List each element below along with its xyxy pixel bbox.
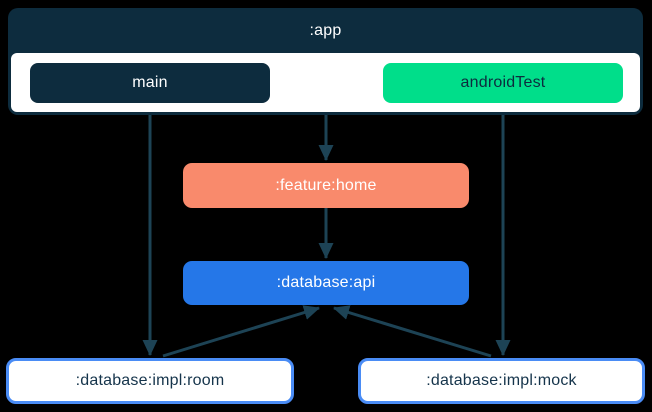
edge-impl-mock-to-database-api	[333, 305, 492, 358]
edge-impl-room-to-database-api	[162, 305, 320, 358]
app-module-title: :app	[309, 21, 342, 39]
database-api-label: :database:api	[276, 274, 376, 291]
module-node-app: :app main androidTest	[8, 8, 643, 115]
source-set-androidtest: androidTest	[383, 63, 623, 103]
feature-home-label: :feature:home	[275, 176, 377, 194]
module-node-feature-home: :feature:home	[183, 163, 469, 208]
module-node-database-api: :database:api	[183, 261, 469, 305]
source-set-main-label: main	[132, 74, 168, 91]
database-impl-mock-label: :database:impl:mock	[426, 372, 577, 389]
module-node-database-impl-room: :database:impl:room	[6, 358, 294, 404]
source-set-main: main	[30, 63, 270, 103]
source-set-androidtest-label: androidTest	[460, 74, 546, 91]
module-node-database-impl-mock: :database:impl:mock	[358, 358, 645, 404]
app-source-set-area: main androidTest	[11, 53, 640, 112]
database-impl-room-label: :database:impl:room	[75, 372, 225, 389]
